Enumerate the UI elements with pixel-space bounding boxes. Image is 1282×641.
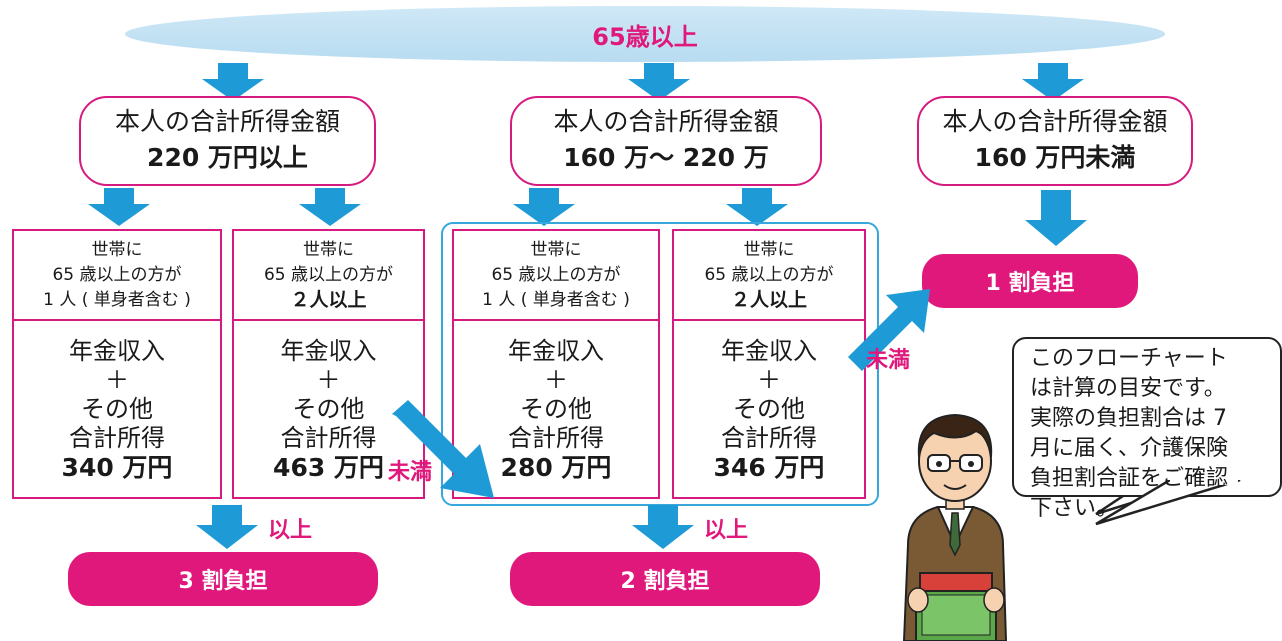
down-arrow-icon (196, 505, 258, 549)
condition-text: 年金収入 (508, 336, 604, 365)
condition-text: 合計所得 (721, 423, 817, 452)
condition-text: 65 歳以上の方が (52, 264, 182, 285)
down-arrow-icon (202, 63, 264, 101)
condition-box-4: 世帯に 65 歳以上の方が ２人以上 年金収入 ＋ その他 合計所得 346 万… (672, 229, 866, 499)
threshold-amount: 280 万円 (500, 452, 612, 482)
income-box-160-220: 本人の合計所得金額 160 万～ 220 万 (510, 96, 822, 186)
condition-text: その他 (292, 394, 365, 423)
condition-header: 世帯に 65 歳以上の方が 1 人 ( 単身者含む ) (454, 231, 658, 321)
income-box-range: 220 万円以上 (147, 143, 308, 172)
condition-text: 世帯に (303, 239, 354, 260)
condition-text: 世帯に (743, 239, 795, 260)
down-arrow-icon (299, 188, 361, 226)
condition-box-3: 世帯に 65 歳以上の方が 1 人 ( 単身者含む ) 年金収入 ＋ その他 合… (452, 229, 660, 499)
condition-body: 年金収入 ＋ その他 合計所得 346 万円 (674, 319, 864, 499)
condition-text: 世帯に (91, 239, 143, 260)
diagonal-up-arrow-icon (848, 289, 930, 371)
top-label: 65歳以上 (592, 22, 698, 51)
condition-text: 年金収入 (69, 336, 165, 365)
condition-text: 65 歳以上の方が (704, 264, 834, 285)
condition-text: その他 (733, 394, 805, 423)
down-arrow-icon (1022, 63, 1084, 101)
income-box-range: 160 万～ 220 万 (563, 143, 769, 172)
down-arrow-icon (1025, 190, 1087, 246)
down-arrow-icon (513, 188, 575, 226)
plus-sign: ＋ (316, 365, 341, 394)
top-ellipse (125, 6, 1165, 62)
income-box-range: 160 万円未満 (974, 143, 1136, 172)
condition-body: 年金収入 ＋ その他 合計所得 280 万円 (454, 319, 658, 499)
condition-text: 合計所得 (280, 423, 377, 452)
condition-body: 年金収入 ＋ その他 合計所得 463 万円 (234, 319, 423, 499)
condition-box-1: 世帯に 65 歳以上の方が 1 人 ( 単身者含む ) 年金収入 ＋ その他 合… (12, 229, 222, 499)
speech-line: 下さい。 (1030, 496, 1119, 521)
condition-text: 65 歳以上の方が (263, 264, 394, 285)
income-box-title: 本人の合計所得金額 (114, 107, 340, 136)
condition-text: 年金収入 (280, 336, 377, 365)
speech-line: このフローチャート (1030, 346, 1228, 371)
income-box-under-160: 本人の合計所得金額 160 万円未満 (917, 96, 1193, 186)
speech-line: 月に届く、介護保険 (1030, 436, 1229, 461)
result-3-wari: 3 割負担 (68, 552, 378, 606)
plus-sign: ＋ (105, 365, 129, 394)
condition-text: その他 (520, 394, 592, 423)
result-2-wari: 2 割負担 (510, 552, 820, 606)
condition-header: 世帯に 65 歳以上の方が ２人以上 (234, 231, 423, 321)
speech-box (1012, 337, 1282, 497)
down-arrow-icon (632, 505, 694, 549)
condition-text: 65 歳以上の方が (491, 264, 621, 285)
plus-sign: ＋ (544, 365, 568, 394)
condition-body: 年金収入 ＋ その他 合計所得 340 万円 (14, 319, 220, 499)
plus-sign: ＋ (757, 365, 781, 394)
threshold-amount: 340 万円 (61, 452, 173, 482)
condition-text: ２人以上 (290, 288, 367, 311)
threshold-amount: 463 万円 (273, 452, 384, 482)
edge-label-below: 未満 (866, 348, 911, 373)
threshold-amount: 346 万円 (713, 452, 825, 482)
speech-line: は計算の目安です。 (1030, 376, 1226, 401)
teacher-illustration (902, 413, 1008, 641)
down-arrow-icon (726, 188, 788, 226)
condition-text: 合計所得 (69, 423, 165, 452)
diagonal-down-arrow-icon (392, 400, 494, 498)
edge-label-above: 以上 (704, 518, 749, 543)
condition-box-2: 世帯に 65 歳以上の方が ２人以上 年金収入 ＋ その他 合計所得 463 万… (232, 229, 425, 499)
condition-text: 合計所得 (508, 423, 604, 452)
edge-label-below: 未満 (388, 460, 433, 485)
condition-text: 1 人 ( 単身者含む ) (43, 289, 191, 310)
down-arrow-icon (628, 63, 690, 101)
condition-text: その他 (81, 394, 153, 423)
down-arrow-icon (88, 188, 150, 226)
condition-text: 1 人 ( 単身者含む ) (482, 289, 630, 310)
speech-text: このフローチャート は計算の目安です。 実際の負担割合は 7 月に届く、介護保険… (1030, 344, 1276, 524)
condition-text: 年金収入 (721, 336, 817, 365)
condition-header: 世帯に 65 歳以上の方が ２人以上 (674, 231, 864, 321)
income-box-title: 本人の合計所得金額 (553, 107, 779, 136)
speech-tail (1095, 480, 1241, 526)
income-box-title: 本人の合計所得金額 (942, 107, 1168, 136)
speech-line: 負担割合証をご確認 (1030, 466, 1229, 491)
speech-line: 実際の負担割合は 7 (1030, 406, 1227, 431)
income-box-220-plus: 本人の合計所得金額 220 万円以上 (79, 96, 376, 186)
condition-text: ２人以上 (730, 288, 807, 311)
condition-text: 世帯に (530, 239, 582, 260)
condition-header: 世帯に 65 歳以上の方が 1 人 ( 単身者含む ) (14, 231, 220, 321)
result-1-wari: 1 割負担 (922, 254, 1138, 308)
edge-label-above: 以上 (268, 518, 313, 543)
